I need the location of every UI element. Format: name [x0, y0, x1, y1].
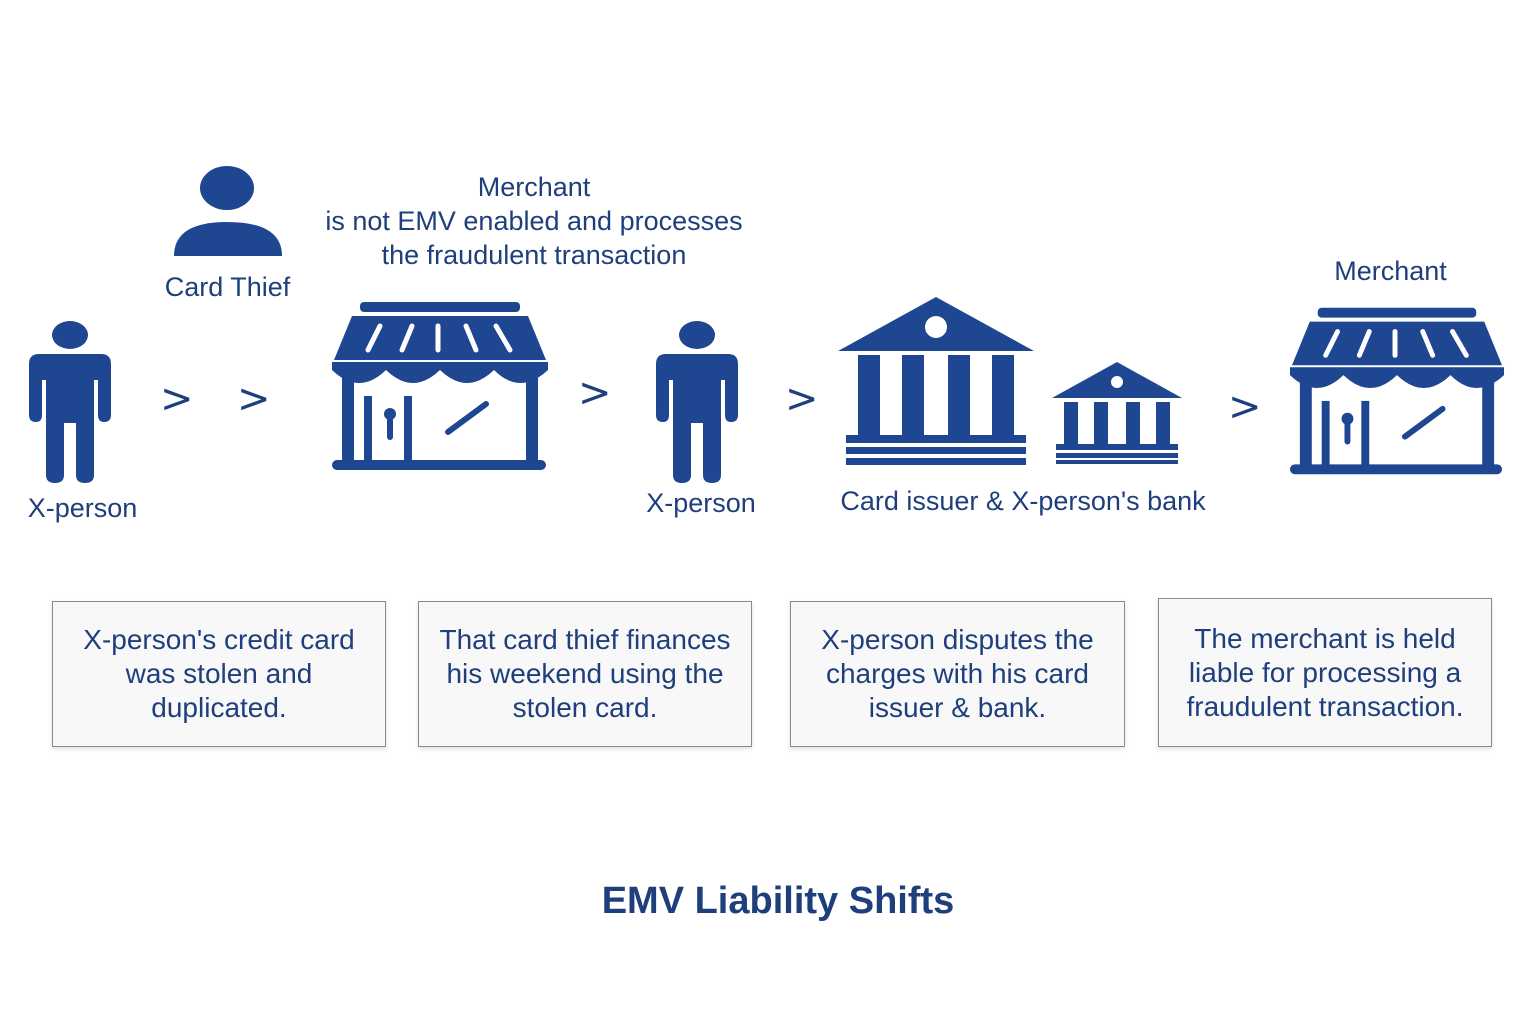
person-icon [654, 320, 740, 485]
bank-icon [836, 295, 1036, 467]
arrow-icon: > [785, 376, 819, 422]
merchant-1-label-line: the fraudulent transaction [381, 240, 687, 270]
step-box-2: That card thief finances his weekend usi… [418, 601, 752, 747]
step-box-3: X-person disputes the charges with his c… [790, 601, 1125, 747]
person-icon [27, 320, 113, 485]
store-icon [1288, 305, 1506, 477]
store-icon [330, 300, 550, 472]
arrow-icon: > [160, 376, 194, 422]
arrow-icon: > [1228, 384, 1262, 430]
merchant-1-label: Merchant is not EMV enabled and processe… [300, 170, 768, 272]
merchant-2-label: Merchant [1334, 256, 1447, 286]
arrow-icon: > [237, 376, 271, 422]
arrow-icon: > [578, 370, 612, 416]
merchant-1-label-line: Merchant [477, 172, 591, 202]
xperson-label-1: X-person [27, 493, 138, 523]
diagram-title: EMV Liability Shifts [601, 880, 955, 922]
banks-label: Card issuer & X-person's bank [840, 486, 1206, 516]
step-box-4: The merchant is held liable for processi… [1158, 598, 1492, 747]
step-box-1: X-person's credit card was stolen and du… [52, 601, 386, 747]
bank-icon [1050, 360, 1184, 464]
card-thief-label: Card Thief [164, 272, 291, 302]
merchant-1-label-line: is not EMV enabled and processes [325, 206, 743, 236]
card-thief-icon [172, 166, 286, 258]
xperson-label-2: X-person [646, 488, 756, 518]
